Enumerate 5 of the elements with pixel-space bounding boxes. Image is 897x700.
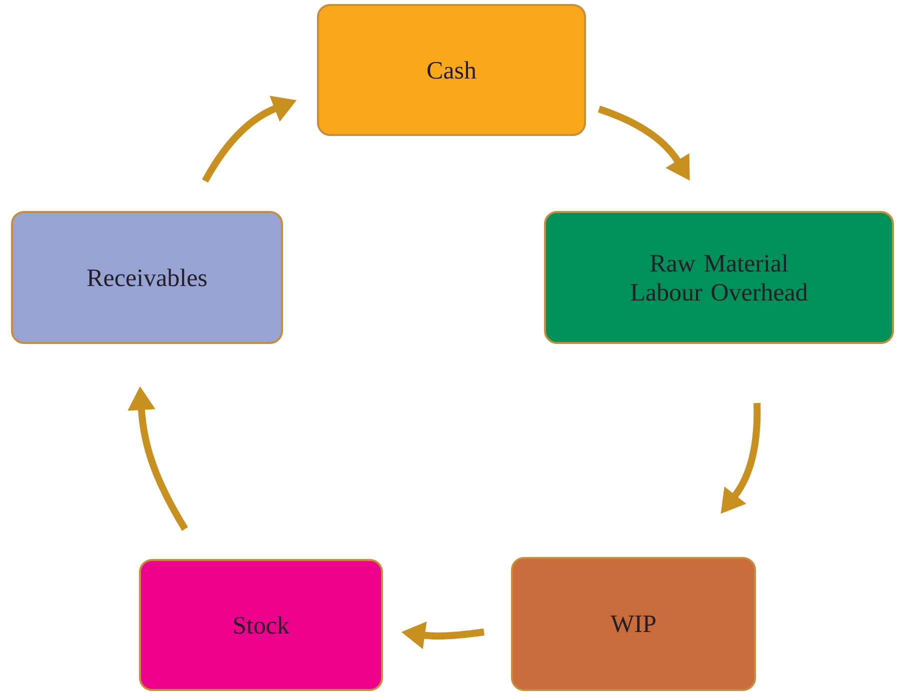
process-box: Raw Material Labour Overhead bbox=[544, 211, 894, 344]
process-box: WIP bbox=[511, 557, 756, 691]
process-box: Receivables bbox=[11, 211, 283, 344]
process-box: Cash bbox=[317, 4, 586, 136]
process-box: Stock bbox=[139, 559, 383, 691]
